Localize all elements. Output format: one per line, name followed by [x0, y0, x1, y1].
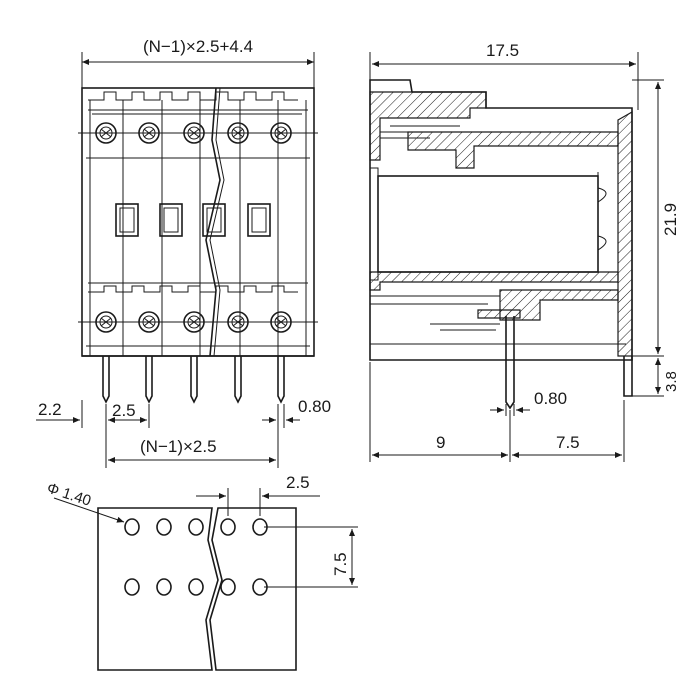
- side-left-dim: 9: [436, 433, 445, 452]
- side-right-dim: 7.5: [556, 433, 580, 452]
- pcb-holes-top: [124, 518, 268, 536]
- side-pin: [505, 316, 515, 410]
- bottom-screws: [95, 311, 292, 333]
- offset-dim: 2.2: [38, 400, 62, 419]
- pins: [102, 356, 285, 404]
- pcb-holes-bottom: [124, 578, 268, 596]
- wire-entries: [115, 203, 271, 237]
- front-view: (N−1)×2.5+4.4: [36, 37, 331, 468]
- pcb-pitch-dim: 2.5: [286, 473, 310, 492]
- pcb-layout: Φ 1.40 2.5 7.5: [45, 473, 358, 671]
- span-dim: (N−1)×2.5: [140, 437, 217, 456]
- side-pin-length-dim: 3.8: [663, 371, 680, 392]
- top-latches: [88, 91, 308, 115]
- rear-wall: [617, 110, 633, 357]
- hole-dim: Φ 1.40: [45, 480, 93, 510]
- pcb-outline: [97, 507, 219, 671]
- break-line: [205, 87, 221, 357]
- side-length-dim: 17.5: [486, 41, 519, 60]
- lower-deck: [369, 271, 619, 291]
- side-view: 17.5 21.9 3.8: [369, 41, 680, 462]
- side-height-dim: 21.9: [661, 203, 680, 236]
- pitch-dim: 2.5: [112, 401, 136, 420]
- side-pin-dim: 0.80: [534, 389, 567, 408]
- front-width-dim: (N−1)×2.5+4.4: [143, 37, 253, 56]
- pcb-row-dim: 7.5: [331, 552, 350, 576]
- top-screws: [95, 122, 292, 144]
- front-pin-dim: 0.80: [298, 397, 331, 416]
- bottom-latches: [88, 282, 308, 293]
- upper-deck: [407, 131, 619, 169]
